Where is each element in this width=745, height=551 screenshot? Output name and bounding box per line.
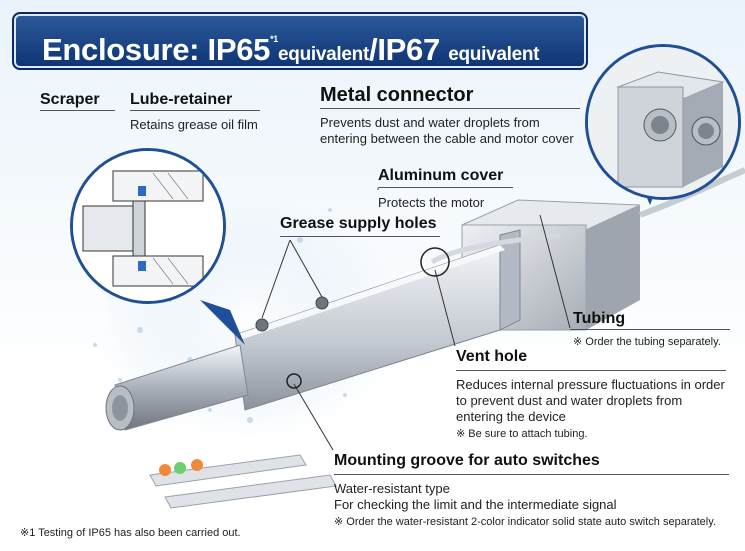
mounting-groove-label: Mounting groove for auto switches xyxy=(334,452,600,469)
lube-retainer-rule xyxy=(130,110,260,111)
grease-holes-rule xyxy=(280,236,440,237)
vent-hole-rule xyxy=(456,370,726,371)
metal-connector-label: Metal connector xyxy=(320,84,474,106)
metal-connector-desc-2: entering between the cable and motor cov… xyxy=(320,131,574,146)
aluminum-cover-label: Aluminum cover xyxy=(378,167,504,184)
left-callout-tail xyxy=(200,300,245,345)
footnote: ※1 Testing of IP65 has also been carried… xyxy=(20,527,241,539)
lube-retainer-label: Lube-retainer xyxy=(130,91,233,108)
metal-connector-rule xyxy=(320,108,580,109)
tubing-label: Tubing xyxy=(573,310,626,327)
vent-hole-desc-2: to prevent dust and water droplets from xyxy=(456,393,683,408)
actuator-rod xyxy=(105,344,249,431)
scraper-rule xyxy=(40,110,115,111)
vent-hole-desc-1: Reduces internal pressure fluctuations i… xyxy=(456,377,725,392)
mounting-groove-desc-1: Water-resistant type xyxy=(334,481,450,496)
title-banner: Enclosure: IP65*1equivalent/IP67 equival… xyxy=(12,12,588,70)
grease-hole-2 xyxy=(315,296,329,310)
cross-section-detail xyxy=(70,148,226,304)
mounting-groove-rule xyxy=(334,474,729,475)
auto-switch-2 xyxy=(164,459,337,509)
scraper-label: Scraper xyxy=(40,91,100,108)
metal-connector-desc-1: Prevents dust and water droplets from xyxy=(320,115,540,130)
cross-section-drawing xyxy=(73,151,223,301)
title-superscript: *1 xyxy=(270,34,279,44)
mounting-groove-desc-2: For checking the limit and the intermedi… xyxy=(334,497,617,512)
leader-lines xyxy=(261,188,571,451)
auto-switch-1 xyxy=(149,454,307,487)
metal-connector-drawing xyxy=(588,47,738,197)
title-ip67: /IP67 xyxy=(369,32,440,67)
vent-hole-marker xyxy=(420,247,450,277)
vent-hole-note: ※ Be sure to attach tubing. xyxy=(456,428,588,440)
vent-hole-desc-3: entering the device xyxy=(456,409,566,424)
title-main: Enclosure: IP65 xyxy=(42,32,271,67)
tubing-note: ※ Order the tubing separately. xyxy=(573,336,721,348)
metal-connector-detail xyxy=(585,44,741,200)
mounting-groove-note: ※ Order the water-resistant 2-color indi… xyxy=(334,516,716,528)
tubing-rule xyxy=(570,329,730,330)
actuator-flange xyxy=(499,229,521,331)
aluminum-cover-desc: Protects the motor xyxy=(378,195,485,210)
grease-hole-1 xyxy=(255,318,269,332)
lube-retainer-desc: Retains grease oil film xyxy=(130,117,258,132)
title-equivalent-2: equivalent xyxy=(448,44,540,65)
vent-hole-label: Vent hole xyxy=(456,348,528,365)
aluminum-cover-rule xyxy=(378,187,513,188)
page-title: Enclosure: IP65*1equivalent/IP67 equival… xyxy=(42,32,540,68)
mounting-groove-marker xyxy=(286,373,302,389)
title-equivalent-1: equivalent xyxy=(278,44,369,65)
grease-holes-label: Grease supply holes xyxy=(280,215,437,232)
